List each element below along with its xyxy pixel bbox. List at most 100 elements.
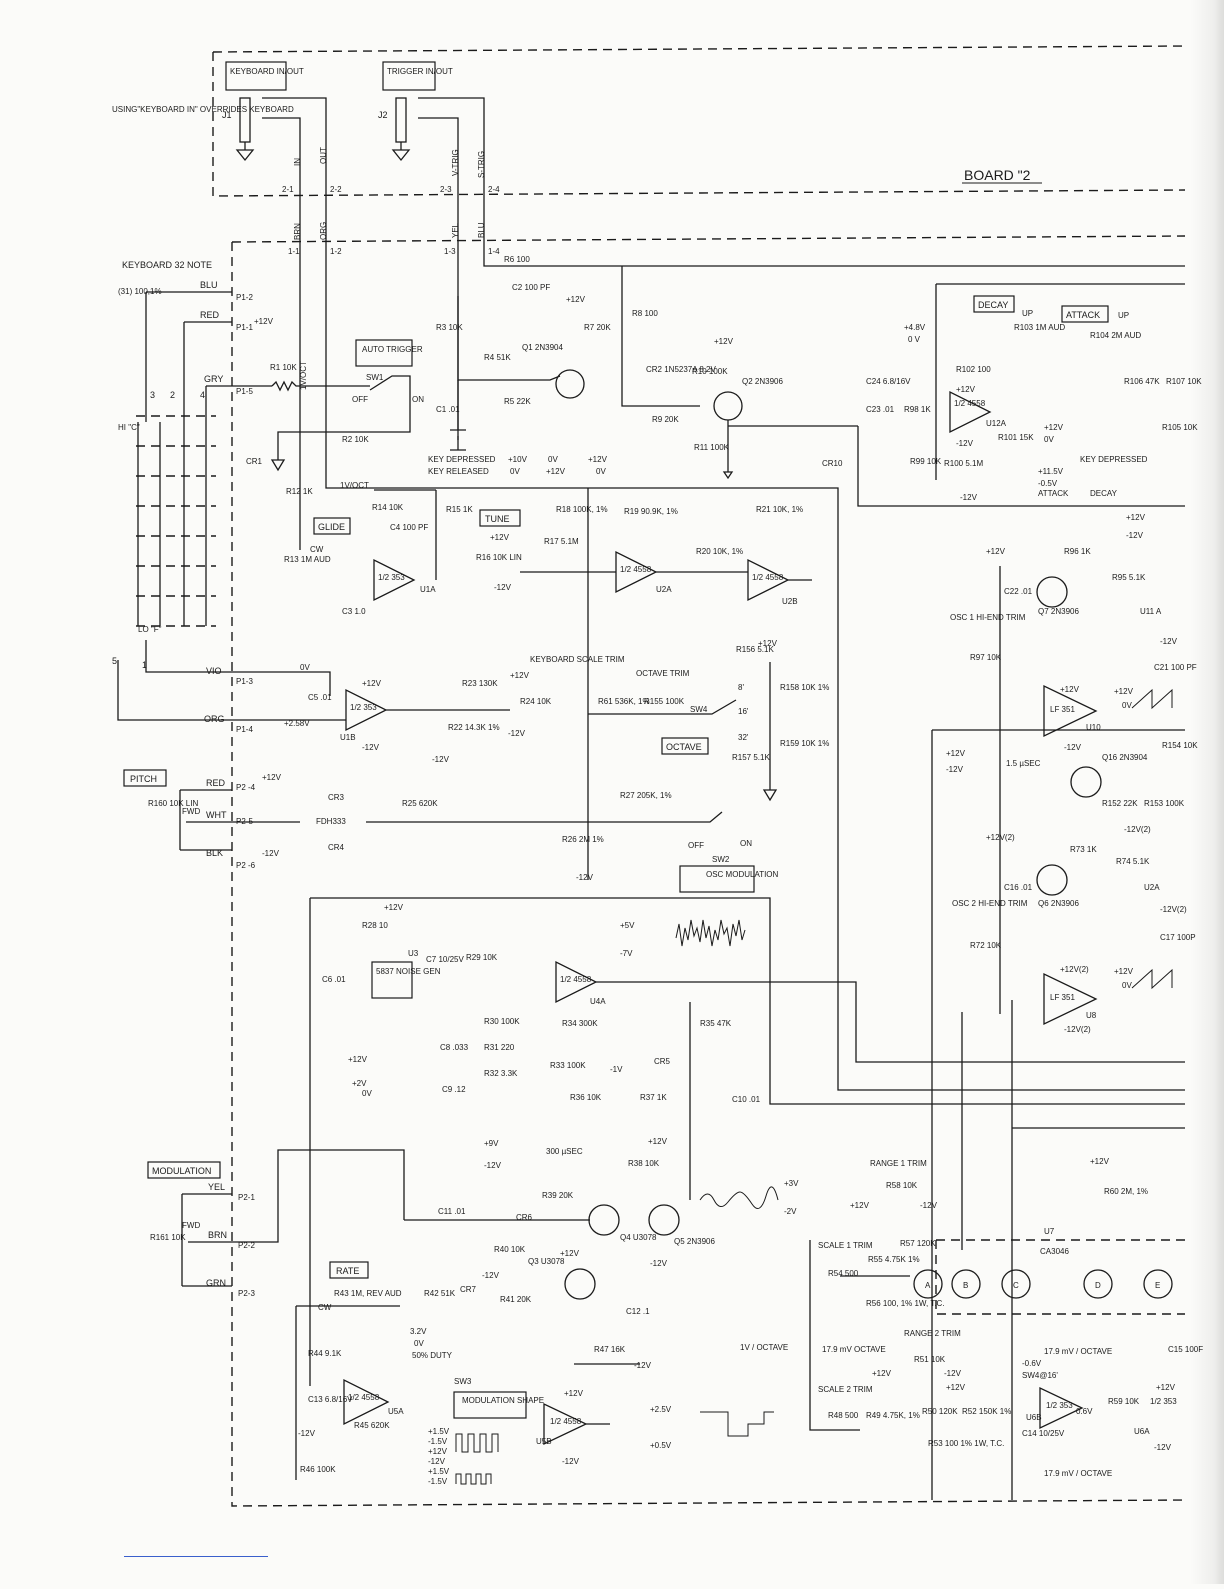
q5-m12v: -12V	[650, 1259, 668, 1268]
pin-1-2: 1-2	[330, 247, 342, 256]
r60: R60 2M, 1%	[1104, 1187, 1148, 1196]
r99: R99 10K	[910, 457, 942, 466]
c15: C15 100F	[1168, 1345, 1203, 1354]
u6b-sw4: SW4@16'	[1022, 1371, 1058, 1380]
c23: C23 .01	[866, 405, 895, 414]
r39: R39 20K	[542, 1191, 574, 1200]
scale1-label: SCALE 1 TRIM	[818, 1241, 873, 1250]
board-label: BOARD "2	[964, 167, 1031, 183]
r8: R8 100	[632, 309, 658, 318]
osc-modulation-label: OSC MODULATION	[706, 870, 779, 879]
cr4: CR4	[328, 843, 345, 852]
osc2-12v: +12V(2)	[986, 833, 1015, 842]
org-258v: +2.58V	[284, 719, 310, 728]
r3: R3 10K	[436, 323, 463, 332]
kd-v2: 0V	[548, 455, 558, 464]
noise-section: +12V R28 10 U3 5837 NOISE GEN C6 .01 C7 …	[309, 897, 1185, 1386]
r50: R50 120K	[922, 1407, 958, 1416]
env-decay-s: DECAY	[1090, 489, 1118, 498]
noise-0v: 0V	[362, 1089, 372, 1098]
c9: C9 .12	[442, 1085, 466, 1094]
kb-col-4: 4	[200, 390, 205, 400]
u12a: U12A	[986, 419, 1007, 428]
kb-p1-1: P1-1	[236, 323, 253, 332]
wire-org: ORG	[319, 222, 328, 240]
osc-section: +12V -12V +12V C22 .01 Q7 2N3906 R96 1K …	[931, 513, 1198, 1500]
mod-wave	[699, 1186, 779, 1209]
osc1-12v: +12V	[986, 547, 1006, 556]
u2a-op: 1/2 4558	[620, 565, 652, 574]
q5-symbol	[648, 1204, 680, 1236]
r2: R2 10K	[342, 435, 369, 444]
page-edge-shadow	[1190, 0, 1224, 1584]
q2: Q2 2N3906	[742, 377, 783, 386]
strig-label: S-TRIG	[477, 151, 486, 178]
expo-section: RANGE 1 TRIM R58 10K +12V -12V R57 120K …	[740, 1127, 1203, 1478]
pitch-label: PITCH	[130, 774, 157, 784]
saw2-0v: 0V	[1122, 981, 1132, 990]
r40-m12v: -12V	[482, 1271, 500, 1280]
u8-12v2: +12V(2)	[1060, 965, 1089, 974]
scale2-label: SCALE 2 TRIM	[818, 1385, 873, 1394]
r47: R47 16K	[594, 1345, 626, 1354]
env-0v: 0 V	[908, 335, 921, 344]
r47-m12v: -12V	[634, 1361, 652, 1370]
glide-label: GLIDE	[318, 522, 345, 532]
u2a: U2A	[656, 585, 672, 594]
cr3: CR3	[328, 793, 345, 802]
ca3046-b	[951, 1269, 981, 1299]
r58: R58 10K	[886, 1181, 918, 1190]
u8: U8	[1086, 1011, 1097, 1020]
c16: C16 .01	[1004, 883, 1033, 892]
q2-12v: +12V	[714, 337, 734, 346]
glide-section: 1V/OCT 1V/OCT R12 1K GLIDE R13 1M AUD CW…	[284, 361, 473, 616]
vtrig-label: V-TRIG	[451, 149, 460, 176]
u6b-06: 0.6V	[1076, 1407, 1093, 1416]
r45: R45 620K	[354, 1421, 390, 1430]
q7-symbol	[1036, 576, 1068, 608]
q1: Q1 2N3904	[522, 343, 563, 352]
env-kd: KEY DEPRESSED	[1080, 455, 1148, 464]
u5b: U5B	[536, 1437, 552, 1446]
u2b: U2B	[782, 597, 798, 606]
c3: C3 1.0	[342, 607, 366, 616]
kbs-m12v: -12V	[508, 729, 526, 738]
r34: R34 300K	[562, 1019, 598, 1028]
r24: R24 10K	[520, 697, 552, 706]
env-115v: +11.5V	[1038, 467, 1064, 476]
pulse-wave	[455, 1473, 492, 1485]
c8: C8 .033	[440, 1043, 469, 1052]
r97: R97 10K	[970, 653, 1002, 662]
r21: R21 10K, 1%	[756, 505, 803, 514]
u6a-12v: +12V	[1156, 1383, 1176, 1392]
r54: R54 500	[828, 1269, 859, 1278]
u6b: U6B	[1026, 1413, 1042, 1422]
mod-p2-3: P2-3	[238, 1289, 255, 1298]
expo-179mv-b: 17.9 mV / OCTAVE	[1044, 1347, 1112, 1356]
r106: R106 47K	[1124, 377, 1160, 386]
u5a: U5A	[388, 1407, 404, 1416]
r102: R102 100	[956, 365, 991, 374]
kb-p1-2: P1-2	[236, 293, 253, 302]
kbs-12v: +12V	[510, 671, 530, 680]
r61: R61 536K, 1%	[598, 697, 650, 706]
rate-cw: CW	[318, 1303, 332, 1312]
pin-1-4: 1-4	[488, 247, 500, 256]
kb-col-2: 2	[170, 390, 175, 400]
r60-12v: +12V	[1090, 1157, 1110, 1166]
kb-org: ORG	[204, 714, 225, 724]
u5a-m12v: -12V	[298, 1429, 316, 1438]
r161: R161 10K	[150, 1233, 186, 1242]
r53: R53 100 1% 1W, T.C.	[928, 1439, 1004, 1448]
u12a-12v: +12V	[956, 385, 976, 394]
pin-2-2: 2-2	[330, 185, 342, 194]
u1b-m12v: -12V	[362, 743, 380, 752]
staircase-wave	[700, 1411, 774, 1437]
keyboard-label: KEYBOARD 32 NOTE	[122, 260, 212, 270]
kr-v2: +12V	[546, 467, 566, 476]
modulation-label: MODULATION	[152, 1166, 211, 1176]
mod-2v: -2V	[784, 1207, 797, 1216]
wire-yel: YEL	[451, 222, 460, 238]
pitch-12v: +12V	[262, 773, 282, 782]
kb-hi-c: HI "C"	[118, 423, 140, 432]
